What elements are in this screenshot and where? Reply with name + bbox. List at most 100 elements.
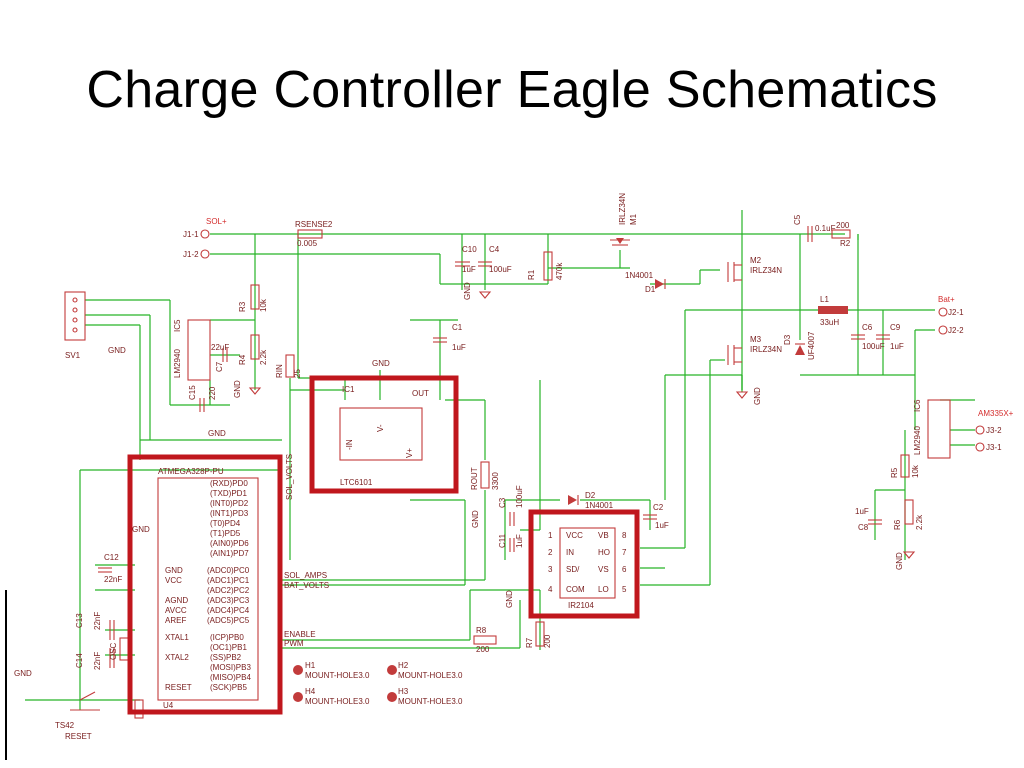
- mount-holes: H1 MOUNT-HOLE3.0 H2 MOUNT-HOLE3.0 H4 MOU…: [293, 661, 463, 706]
- svg-text:AVCC: AVCC: [165, 606, 187, 615]
- mosfet-m3: M3 IRLZ34N GND: [727, 335, 782, 405]
- highlight-box-ltc6101: [309, 375, 459, 494]
- mosfet-m2: M2 IRLZ34N: [727, 256, 782, 282]
- svg-text:(TXD)PD1: (TXD)PD1: [210, 489, 247, 498]
- svg-text:AREF: AREF: [165, 616, 186, 625]
- svg-text:SOL_VOLTS: SOL_VOLTS: [285, 454, 294, 500]
- svg-text:IRLZ34N: IRLZ34N: [750, 266, 782, 275]
- svg-text:MOUNT-HOLE3.0: MOUNT-HOLE3.0: [305, 697, 370, 706]
- svg-text:M1: M1: [629, 213, 638, 225]
- svg-text:R7: R7: [525, 637, 534, 648]
- capacitor-c5: C5 0.1uF: [793, 214, 836, 242]
- capacitor-c8: 1uF C8: [855, 507, 882, 532]
- net-labels: SOL_AMPS BAT_VOLTS ENABLE PWM: [284, 571, 329, 648]
- svg-text:C9: C9: [890, 323, 901, 332]
- svg-text:(ADC0)PC0: (ADC0)PC0: [207, 566, 250, 575]
- svg-text:VCC: VCC: [165, 576, 182, 585]
- svg-text:GND: GND: [753, 387, 762, 405]
- svg-text:VS: VS: [598, 565, 609, 574]
- svg-text:100uF: 100uF: [862, 342, 885, 351]
- svg-text:GND: GND: [372, 359, 390, 368]
- capacitor-c10-c4: C10 1uF C4 100uF GND: [455, 245, 512, 300]
- highlight-box-ir2104: [528, 509, 640, 619]
- resistor-r5: R5 10k: [890, 454, 920, 478]
- svg-text:1: 1: [548, 531, 553, 540]
- svg-text:GND: GND: [471, 510, 480, 528]
- svg-text:(INT0)PD2: (INT0)PD2: [210, 499, 249, 508]
- svg-text:2: 2: [548, 548, 553, 557]
- svg-text:IC5: IC5: [173, 319, 182, 332]
- svg-text:V-: V-: [376, 424, 385, 432]
- capacitor-c12: C12 22nF GND: [98, 525, 150, 584]
- svg-text:33uH: 33uH: [820, 318, 839, 327]
- svg-text:IC6: IC6: [913, 399, 922, 412]
- svg-text:C8: C8: [858, 523, 869, 532]
- svg-text:M2: M2: [750, 256, 762, 265]
- resistor-r3: R3 10k: [238, 284, 268, 312]
- svg-text:J3-1: J3-1: [986, 443, 1002, 452]
- svg-text:-IN: -IN: [345, 439, 354, 450]
- svg-text:C4: C4: [489, 245, 500, 254]
- svg-text:(SS)PB2: (SS)PB2: [210, 653, 242, 662]
- svg-text:(AIN1)PD7: (AIN1)PD7: [210, 549, 249, 558]
- resistor-r2: 200 R2: [831, 221, 851, 248]
- svg-text:RESET: RESET: [165, 683, 192, 692]
- svg-text:SV1: SV1: [65, 351, 81, 360]
- inductor-l1: L1 33uH: [818, 295, 848, 327]
- svg-text:OSC: OSC: [109, 642, 118, 660]
- svg-text:C12: C12: [104, 553, 119, 562]
- svg-text:(ICP)PB0: (ICP)PB0: [210, 633, 244, 642]
- svg-text:IN: IN: [566, 548, 574, 557]
- capacitor-c6-c9: C6 100uF C9 1uF: [851, 310, 904, 375]
- svg-text:J2-1: J2-1: [948, 308, 964, 317]
- svg-text:(INT1)PD3: (INT1)PD3: [210, 509, 249, 518]
- svg-text:3: 3: [548, 565, 553, 574]
- svg-text:IRLZ34N: IRLZ34N: [618, 193, 627, 225]
- svg-text:BAT_VOLTS: BAT_VOLTS: [284, 581, 329, 590]
- svg-text:0.1uF: 0.1uF: [815, 224, 836, 233]
- svg-text:GND: GND: [233, 380, 242, 398]
- svg-text:10k: 10k: [259, 298, 268, 312]
- svg-text:3300: 3300: [491, 472, 500, 490]
- diode-d1: 1N4001 D1: [625, 271, 666, 294]
- svg-text:J3-2: J3-2: [986, 426, 1002, 435]
- svg-text:C3: C3: [498, 497, 507, 508]
- mcu-atmega328p: ATMEGA328P-PU U4 GND VCC AGND AVCC AREF …: [157, 467, 259, 710]
- capacitor-c1: C1 1uF GND: [372, 323, 466, 368]
- svg-text:2.2k: 2.2k: [259, 349, 268, 365]
- svg-text:PWM: PWM: [284, 639, 304, 648]
- resistor-rin: RIN 25: [275, 354, 302, 378]
- svg-text:GND: GND: [505, 590, 514, 608]
- svg-text:C10: C10: [462, 245, 477, 254]
- svg-text:IR2104: IR2104: [568, 601, 594, 610]
- svg-text:7: 7: [622, 548, 627, 557]
- svg-text:100uF: 100uF: [489, 265, 512, 274]
- svg-text:RESET: RESET: [65, 732, 92, 741]
- resistor-rsense: RSENSE2 0.005: [295, 220, 333, 248]
- svg-text:C2: C2: [653, 503, 664, 512]
- svg-text:IC1: IC1: [342, 385, 355, 394]
- svg-text:XTAL1: XTAL1: [165, 633, 189, 642]
- header-sv1: SV1 GND: [64, 291, 126, 360]
- svg-text:R3: R3: [238, 301, 247, 312]
- svg-text:(SCK)PB5: (SCK)PB5: [210, 683, 247, 692]
- svg-text:LO: LO: [598, 585, 609, 594]
- svg-text:C6: C6: [862, 323, 873, 332]
- svg-text:R8: R8: [476, 626, 487, 635]
- resistor-r7: R7 200 GND: [505, 590, 552, 648]
- svg-text:L1: L1: [820, 295, 829, 304]
- svg-text:RSENSE2: RSENSE2: [295, 220, 333, 229]
- svg-text:RIN: RIN: [275, 364, 284, 378]
- svg-text:H2: H2: [398, 661, 409, 670]
- svg-text:IRLZ34N: IRLZ34N: [750, 345, 782, 354]
- resistor-rout: ROUT 3300: [470, 461, 500, 490]
- svg-text:6: 6: [622, 565, 627, 574]
- svg-text:AM335X+: AM335X+: [978, 409, 1014, 418]
- resistor-r4: R4 2.2k GND: [233, 334, 268, 398]
- svg-text:(ADC1)PC1: (ADC1)PC1: [207, 576, 250, 585]
- svg-text:R5: R5: [890, 467, 899, 478]
- svg-text:J1-1: J1-1: [183, 230, 199, 239]
- svg-text:(ADC3)PC3: (ADC3)PC3: [207, 596, 250, 605]
- svg-text:C1: C1: [452, 323, 463, 332]
